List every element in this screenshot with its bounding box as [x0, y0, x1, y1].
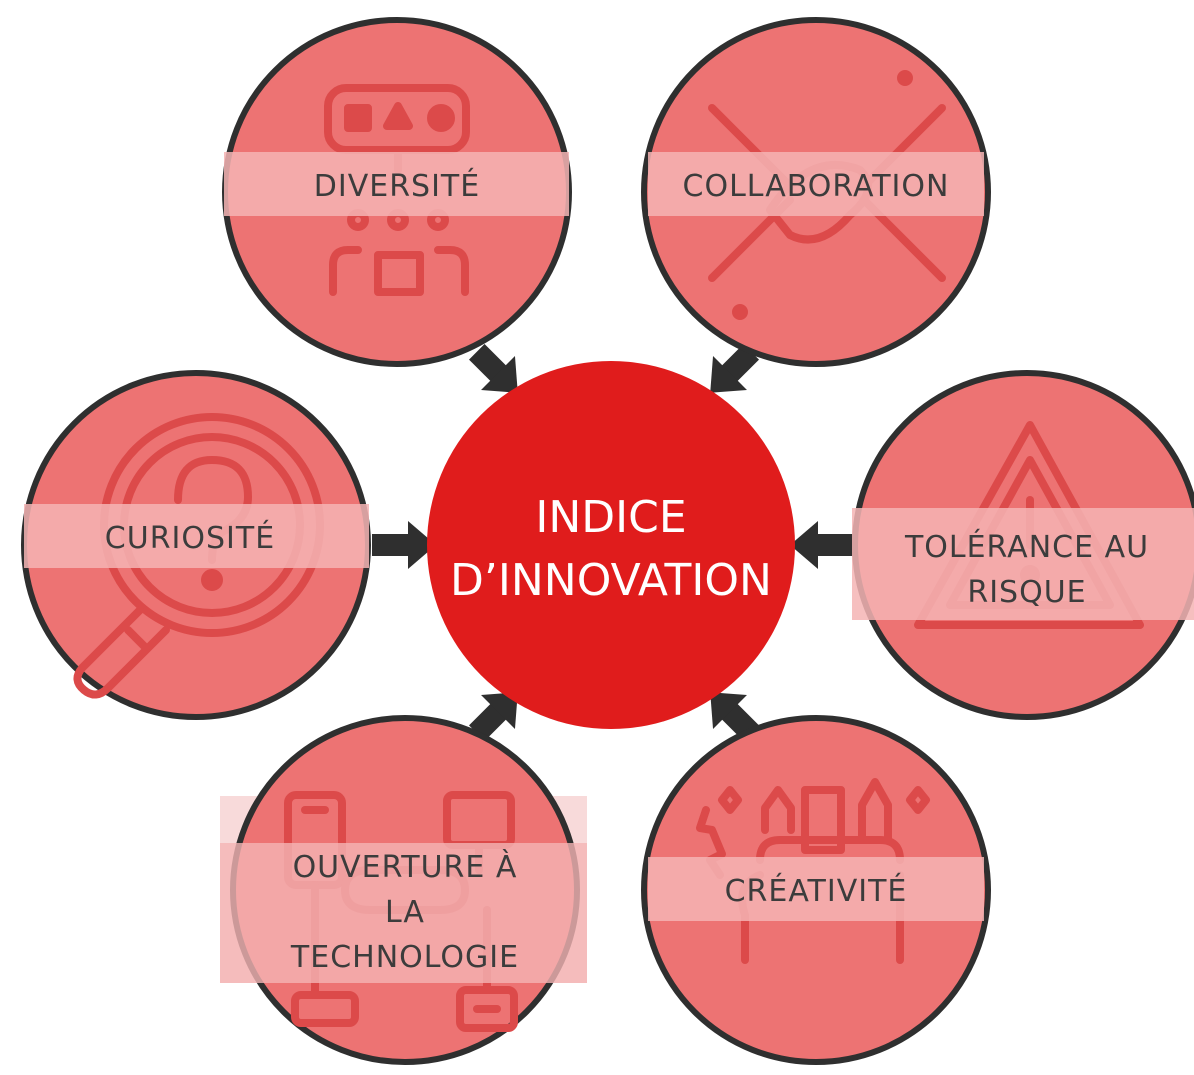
node-label: COLLABORATION — [683, 169, 950, 204]
arrow-diversite — [469, 344, 518, 393]
node-label-line3: TECHNOLOGIE — [290, 940, 519, 975]
node-label-line2: RISQUE — [967, 575, 1086, 610]
arrow-tolerance — [790, 521, 854, 569]
node-label-line1: TOLÉRANCE AU — [904, 529, 1149, 565]
node-diversite: DIVERSITÉ — [222, 17, 572, 367]
node-label: CURIOSITÉ — [105, 520, 275, 556]
node-creativite: CRÉATIVITÉ — [641, 715, 991, 1065]
node-label-line2: LA — [385, 895, 425, 930]
center-title-line2: D’INNOVATION — [450, 555, 772, 606]
arrow-curiosite — [372, 521, 436, 569]
node-curiosite: CURIOSITÉ — [21, 370, 371, 720]
node-tolerance: TOLÉRANCE AU RISQUE — [852, 370, 1194, 720]
node-collaboration: COLLABORATION — [641, 17, 991, 367]
node-label-line1: OUVERTURE À — [293, 849, 518, 885]
node-label: CRÉATIVITÉ — [725, 873, 908, 909]
node-technologie: OUVERTURE À LA TECHNOLOGIE — [220, 715, 587, 1065]
center-title-line1: INDICE — [535, 492, 686, 543]
center-node: INDICE D’INNOVATION — [427, 361, 795, 729]
arrows — [372, 344, 854, 741]
node-label: DIVERSITÉ — [314, 168, 480, 204]
